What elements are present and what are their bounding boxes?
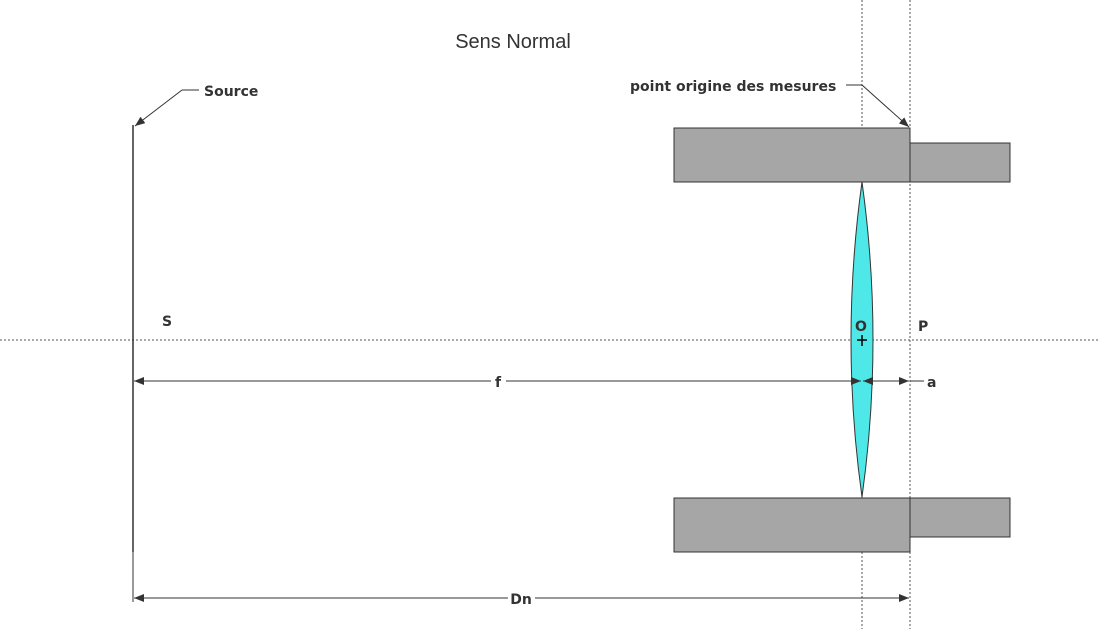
lower-barrel-step [909, 497, 1011, 538]
dim-f-label: f [495, 375, 502, 391]
origin-leader-arrow [861, 84, 910, 128]
point-s-label: S [162, 314, 172, 330]
lower-barrel [673, 497, 911, 553]
source-label: Source [204, 84, 258, 100]
upper-barrel [673, 127, 911, 183]
origin-label: point origine des mesures [630, 79, 836, 95]
point-p-label: P [918, 319, 928, 335]
source-leader-arrow [134, 89, 183, 127]
diagram-title: Sens Normal [455, 31, 571, 53]
upper-barrel-step [909, 142, 1011, 183]
point-o-label: O [855, 319, 867, 335]
dim-dn-label: Dn [510, 592, 532, 608]
dim-a-label: a [927, 375, 936, 391]
